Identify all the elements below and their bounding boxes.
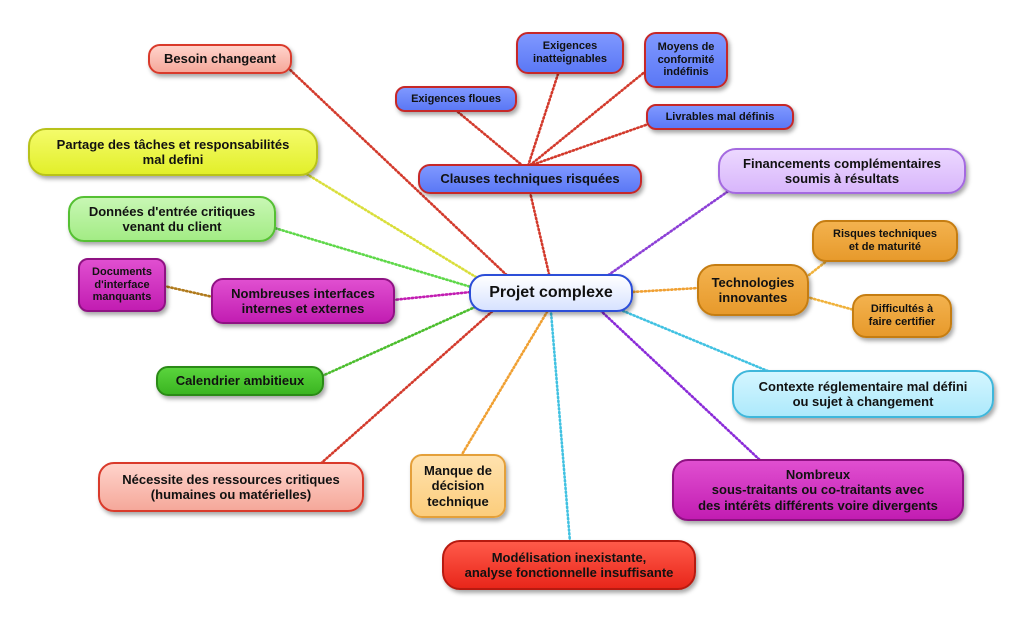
link-inatteignables [526, 72, 560, 168]
link-floues [456, 110, 525, 168]
link-financements [605, 183, 739, 278]
node-clauses-techniques: Clauses techniques risquées [418, 164, 642, 194]
link-moyens [527, 64, 654, 168]
node-label: Clauses techniques risquées [440, 171, 620, 187]
link-livrables [527, 118, 662, 168]
link-interfaces [391, 290, 473, 302]
node-exigences-floues: Exigences floues [395, 86, 517, 112]
link-besoin [283, 63, 517, 285]
link-modelisation [549, 310, 572, 544]
node-label: Exigences floues [411, 92, 501, 105]
link-contexte [614, 306, 777, 376]
node-label: Besoin changeant [164, 51, 276, 67]
link-clauses [528, 190, 551, 276]
link-partage [298, 168, 491, 287]
node-modelisation: Modélisation inexistante,analyse fonctio… [442, 540, 696, 590]
node-livrables: Livrables mal définis [646, 104, 794, 130]
link-donnees [266, 224, 483, 292]
link-decision [459, 310, 549, 458]
node-label: Modélisation inexistante,analyse fonctio… [464, 549, 674, 580]
link-difficultes [805, 295, 860, 313]
link-ressources [316, 306, 498, 468]
link-technologies [630, 286, 701, 294]
node-label: Calendrier ambitieux [175, 373, 305, 389]
node-calendrier: Calendrier ambitieux [156, 366, 324, 396]
node-label: Nécessite des ressources critiques(humai… [122, 471, 340, 502]
link-calendrier [320, 301, 486, 378]
node-label: Livrables mal définis [665, 110, 775, 123]
node-projet-complexe: Projet complexe [469, 274, 633, 312]
node-besoin-changeant: Besoin changeant [148, 44, 292, 74]
node-label: Projet complexe [489, 283, 613, 301]
link-sous-traitants [598, 308, 764, 464]
link-documents [162, 284, 215, 299]
node-ressources: Nécessite des ressources critiques(humai… [98, 462, 364, 512]
